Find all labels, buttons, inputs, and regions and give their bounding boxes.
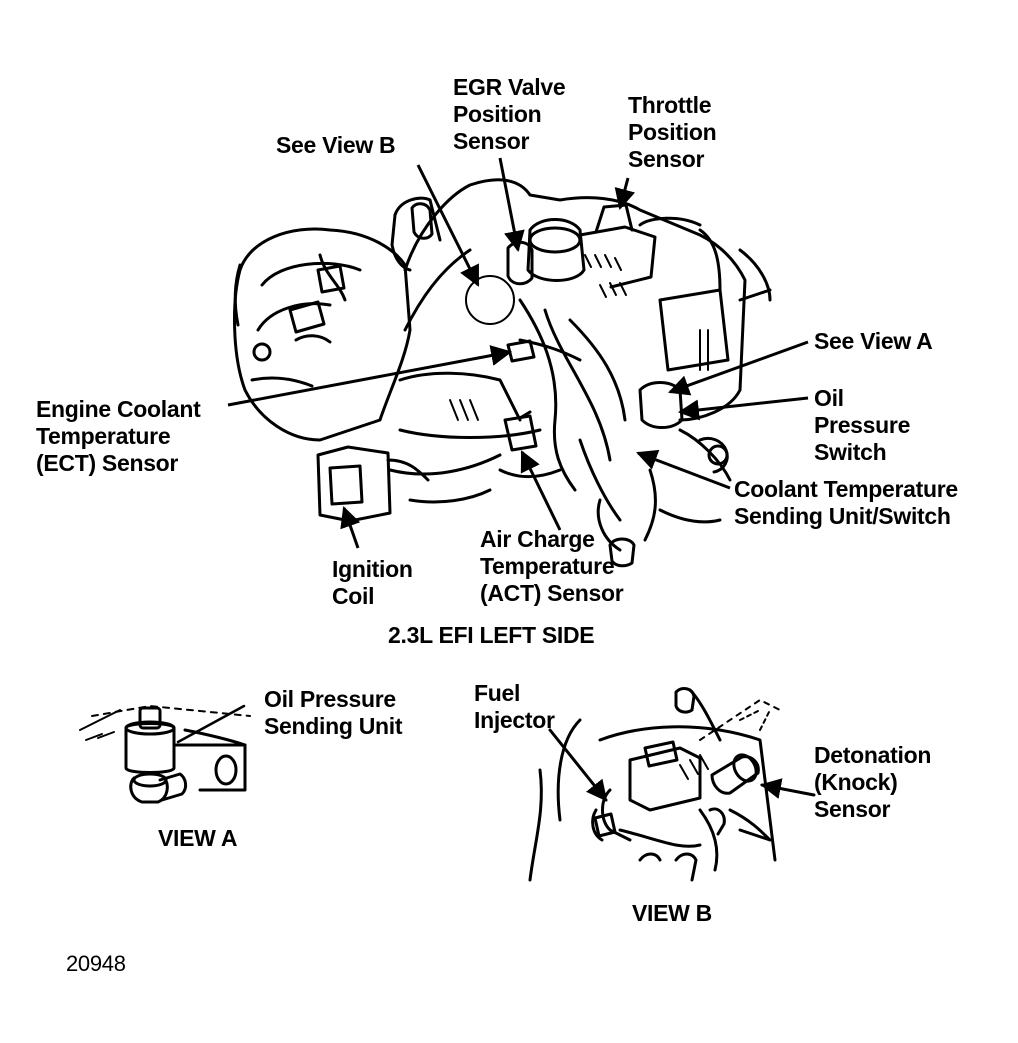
arrow-see-view-b xyxy=(416,164,480,287)
main-engine-drawing xyxy=(233,178,772,568)
label-throttle-position-sensor: Throttle Position Sensor xyxy=(628,92,717,172)
label-oil-pressure-sending-unit: Oil Pressure Sending Unit xyxy=(264,686,403,739)
arrow-coolant-temperature-sending-unit xyxy=(636,449,731,490)
leader-oil-pressure-sending-unit xyxy=(176,704,246,744)
caption-view-a: VIEW A xyxy=(158,825,238,851)
label-ignition-coil: Ignition Coil xyxy=(332,556,413,609)
label-engine-coolant-temperature-sensor: Engine Coolant Temperature (ECT) Sensor xyxy=(36,396,201,476)
label-detonation-knock-sensor: Detonation (Knock) Sensor xyxy=(814,742,932,822)
arrow-egr-valve-position-sensor xyxy=(498,157,525,253)
figure-number: 20948 xyxy=(66,951,126,976)
label-see-view-a: See View A xyxy=(814,328,933,354)
arrow-fuel-injector xyxy=(548,728,608,802)
view-b-drawing xyxy=(528,687,816,882)
arrow-oil-pressure-switch xyxy=(677,396,809,421)
caption-main-view: 2.3L EFI LEFT SIDE xyxy=(388,622,595,648)
label-oil-pressure-switch: Oil Pressure Switch xyxy=(814,385,911,465)
arrow-ignition-coil xyxy=(340,506,361,549)
arrow-ect-sensor xyxy=(227,345,513,407)
label-fuel-injector: Fuel Injector xyxy=(474,680,555,733)
label-air-charge-temperature-sensor: Air Charge Temperature (ACT) Sensor xyxy=(480,526,624,606)
caption-view-b: VIEW B xyxy=(632,900,712,926)
label-egr-valve-position-sensor: EGR Valve Position Sensor xyxy=(453,74,566,154)
leader-arrows xyxy=(227,157,809,549)
label-coolant-temperature-sending-unit-switch: Coolant Temperature Sending Unit/Switch xyxy=(734,476,958,529)
label-see-view-b: See View B xyxy=(276,132,396,158)
arrow-detonation-knock-sensor xyxy=(759,778,816,799)
arrow-see-view-a xyxy=(668,340,809,396)
arrow-act-sensor xyxy=(520,450,562,531)
arrow-throttle-position-sensor xyxy=(614,177,636,211)
view-a-drawing xyxy=(79,704,251,804)
